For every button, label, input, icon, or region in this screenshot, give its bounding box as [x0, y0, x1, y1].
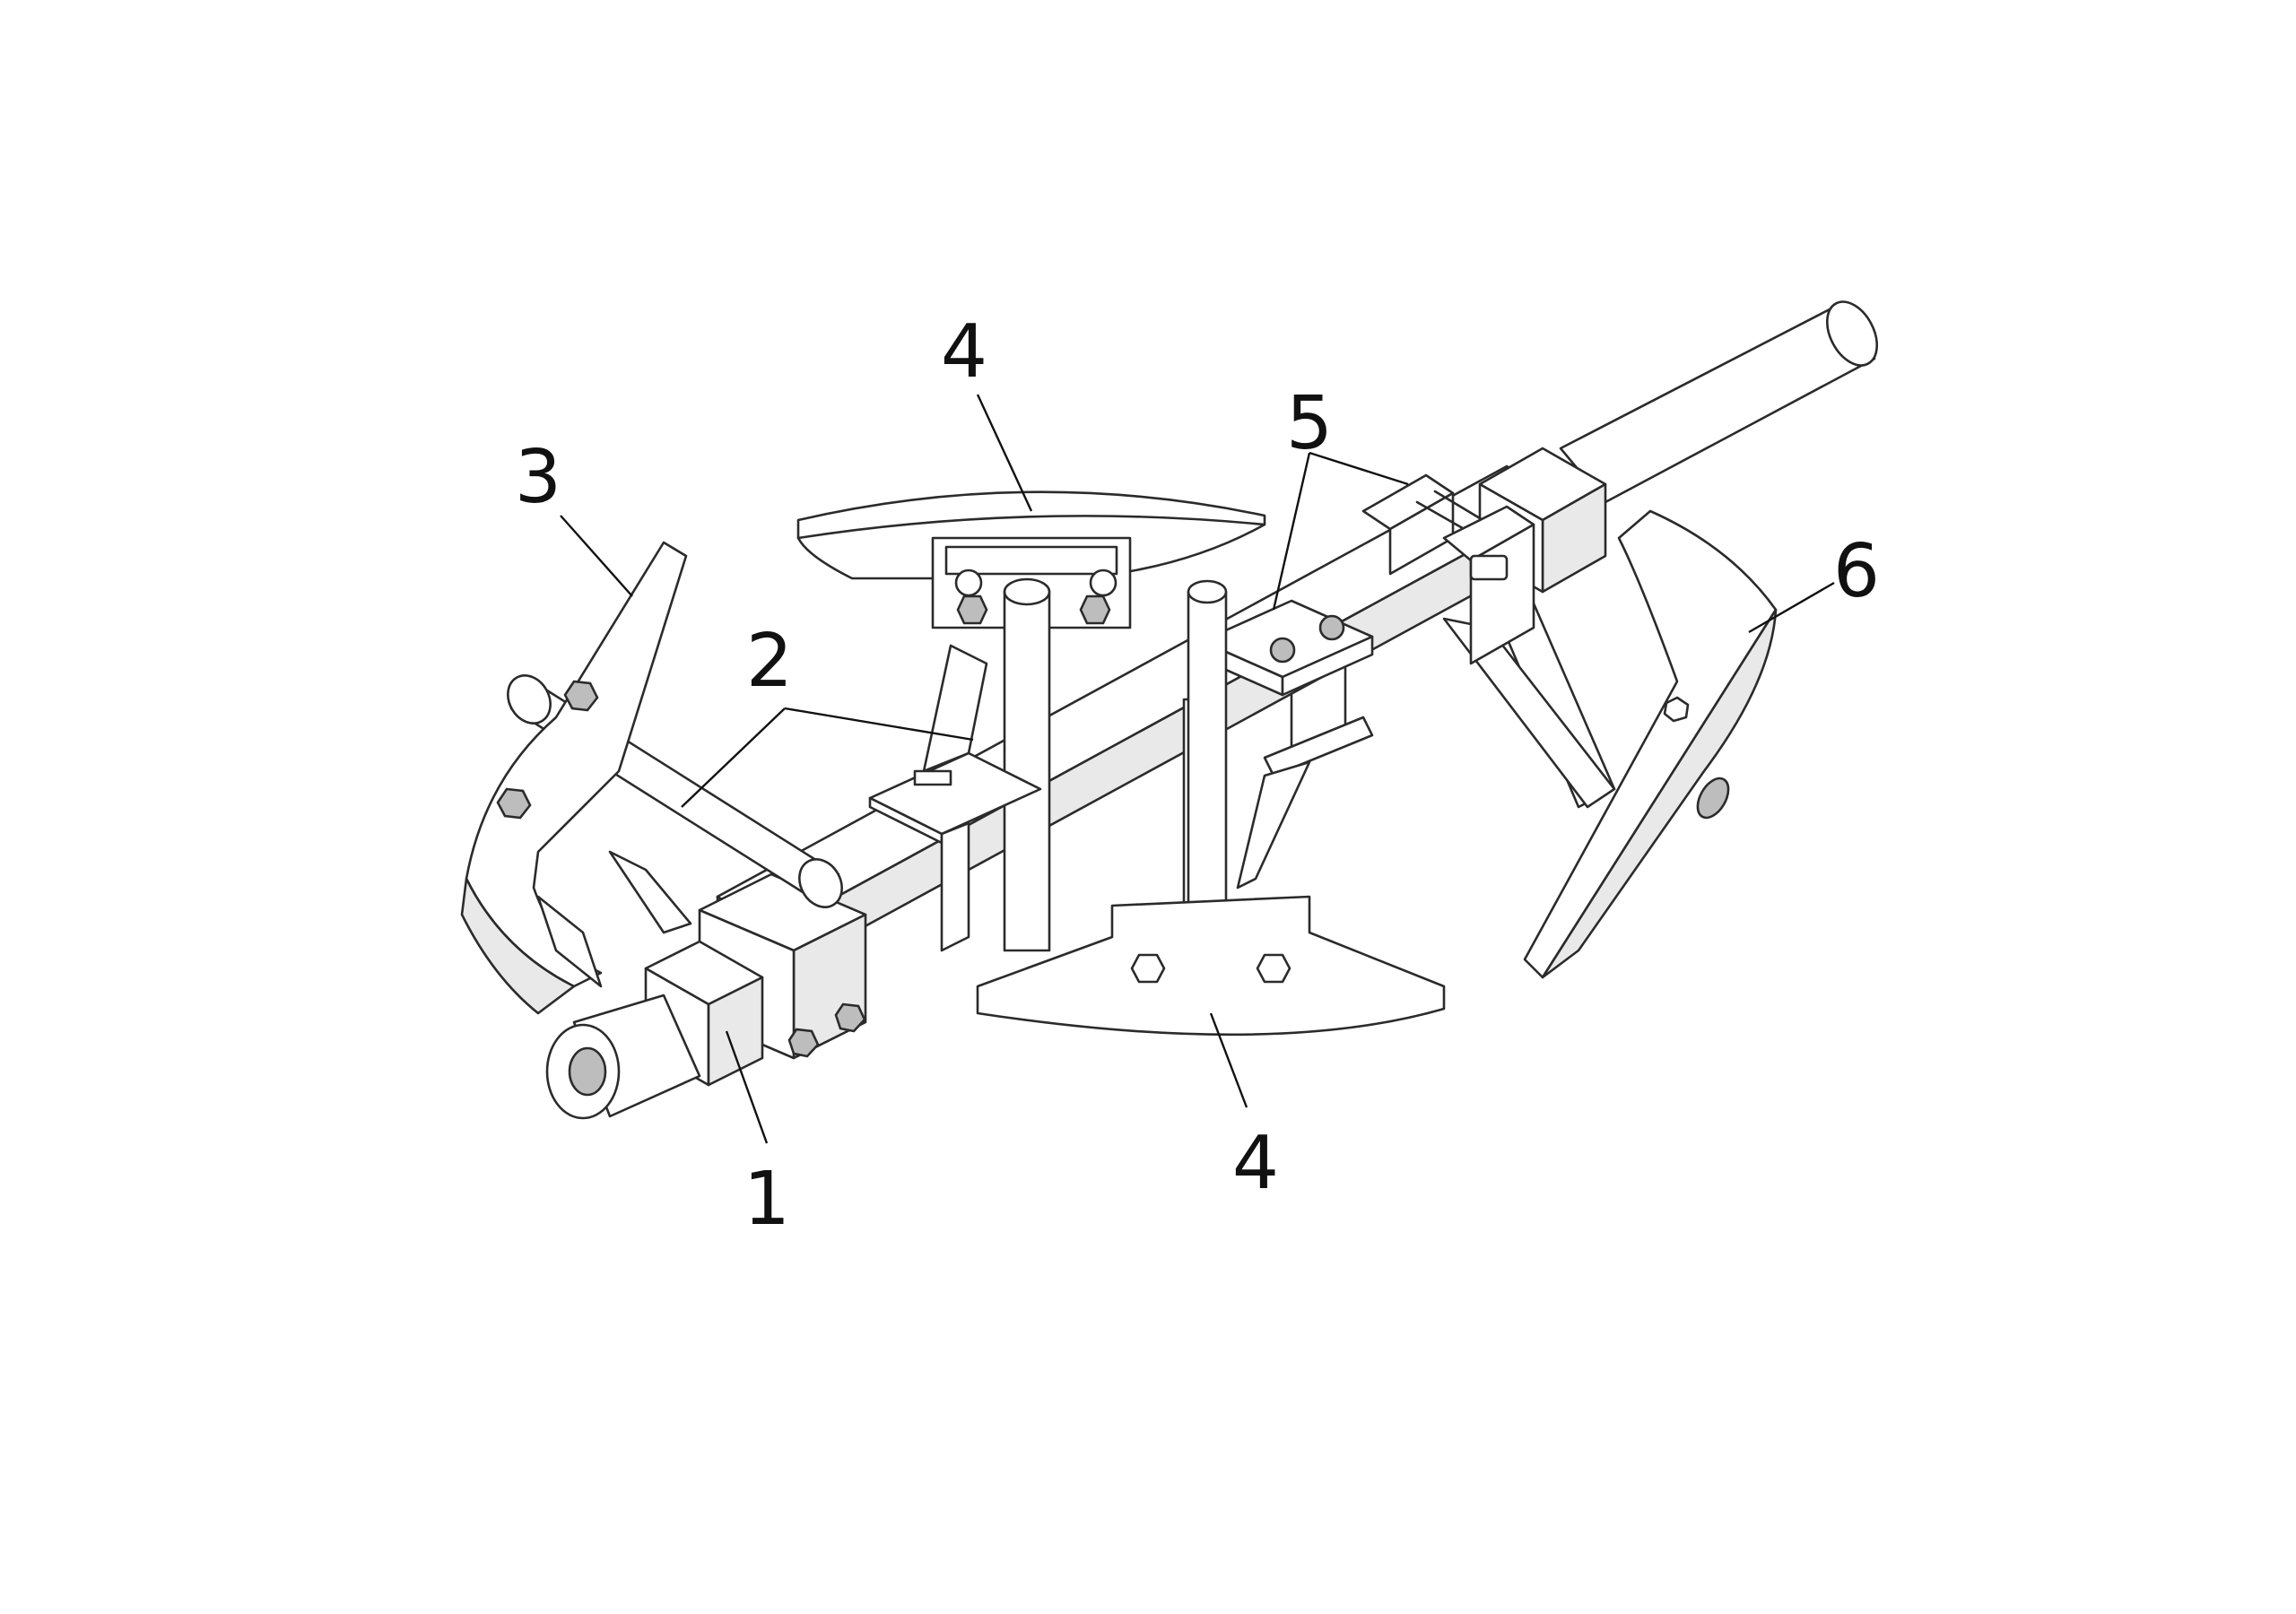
- callout-4-lower: 4: [1232, 1121, 1279, 1206]
- left-blade-part-3: [460, 541, 692, 1015]
- lower-plate-part-4: [976, 895, 1446, 1037]
- callout-3: 3: [515, 435, 561, 520]
- upper-plate-part-4: [796, 490, 1266, 952]
- callout-labels: 1 2 3 4 4 5 6: [515, 309, 1880, 1242]
- callout-5: 5: [1286, 381, 1333, 466]
- front-shaft-part-1: [545, 940, 866, 1120]
- rear-clamp-part-5: [1361, 473, 1535, 665]
- callout-2: 2: [746, 619, 793, 704]
- callout-6: 6: [1833, 529, 1880, 614]
- callout-4-upper: 4: [941, 309, 987, 395]
- callout-1: 1: [744, 1157, 790, 1242]
- leader-lines: [560, 394, 1835, 1144]
